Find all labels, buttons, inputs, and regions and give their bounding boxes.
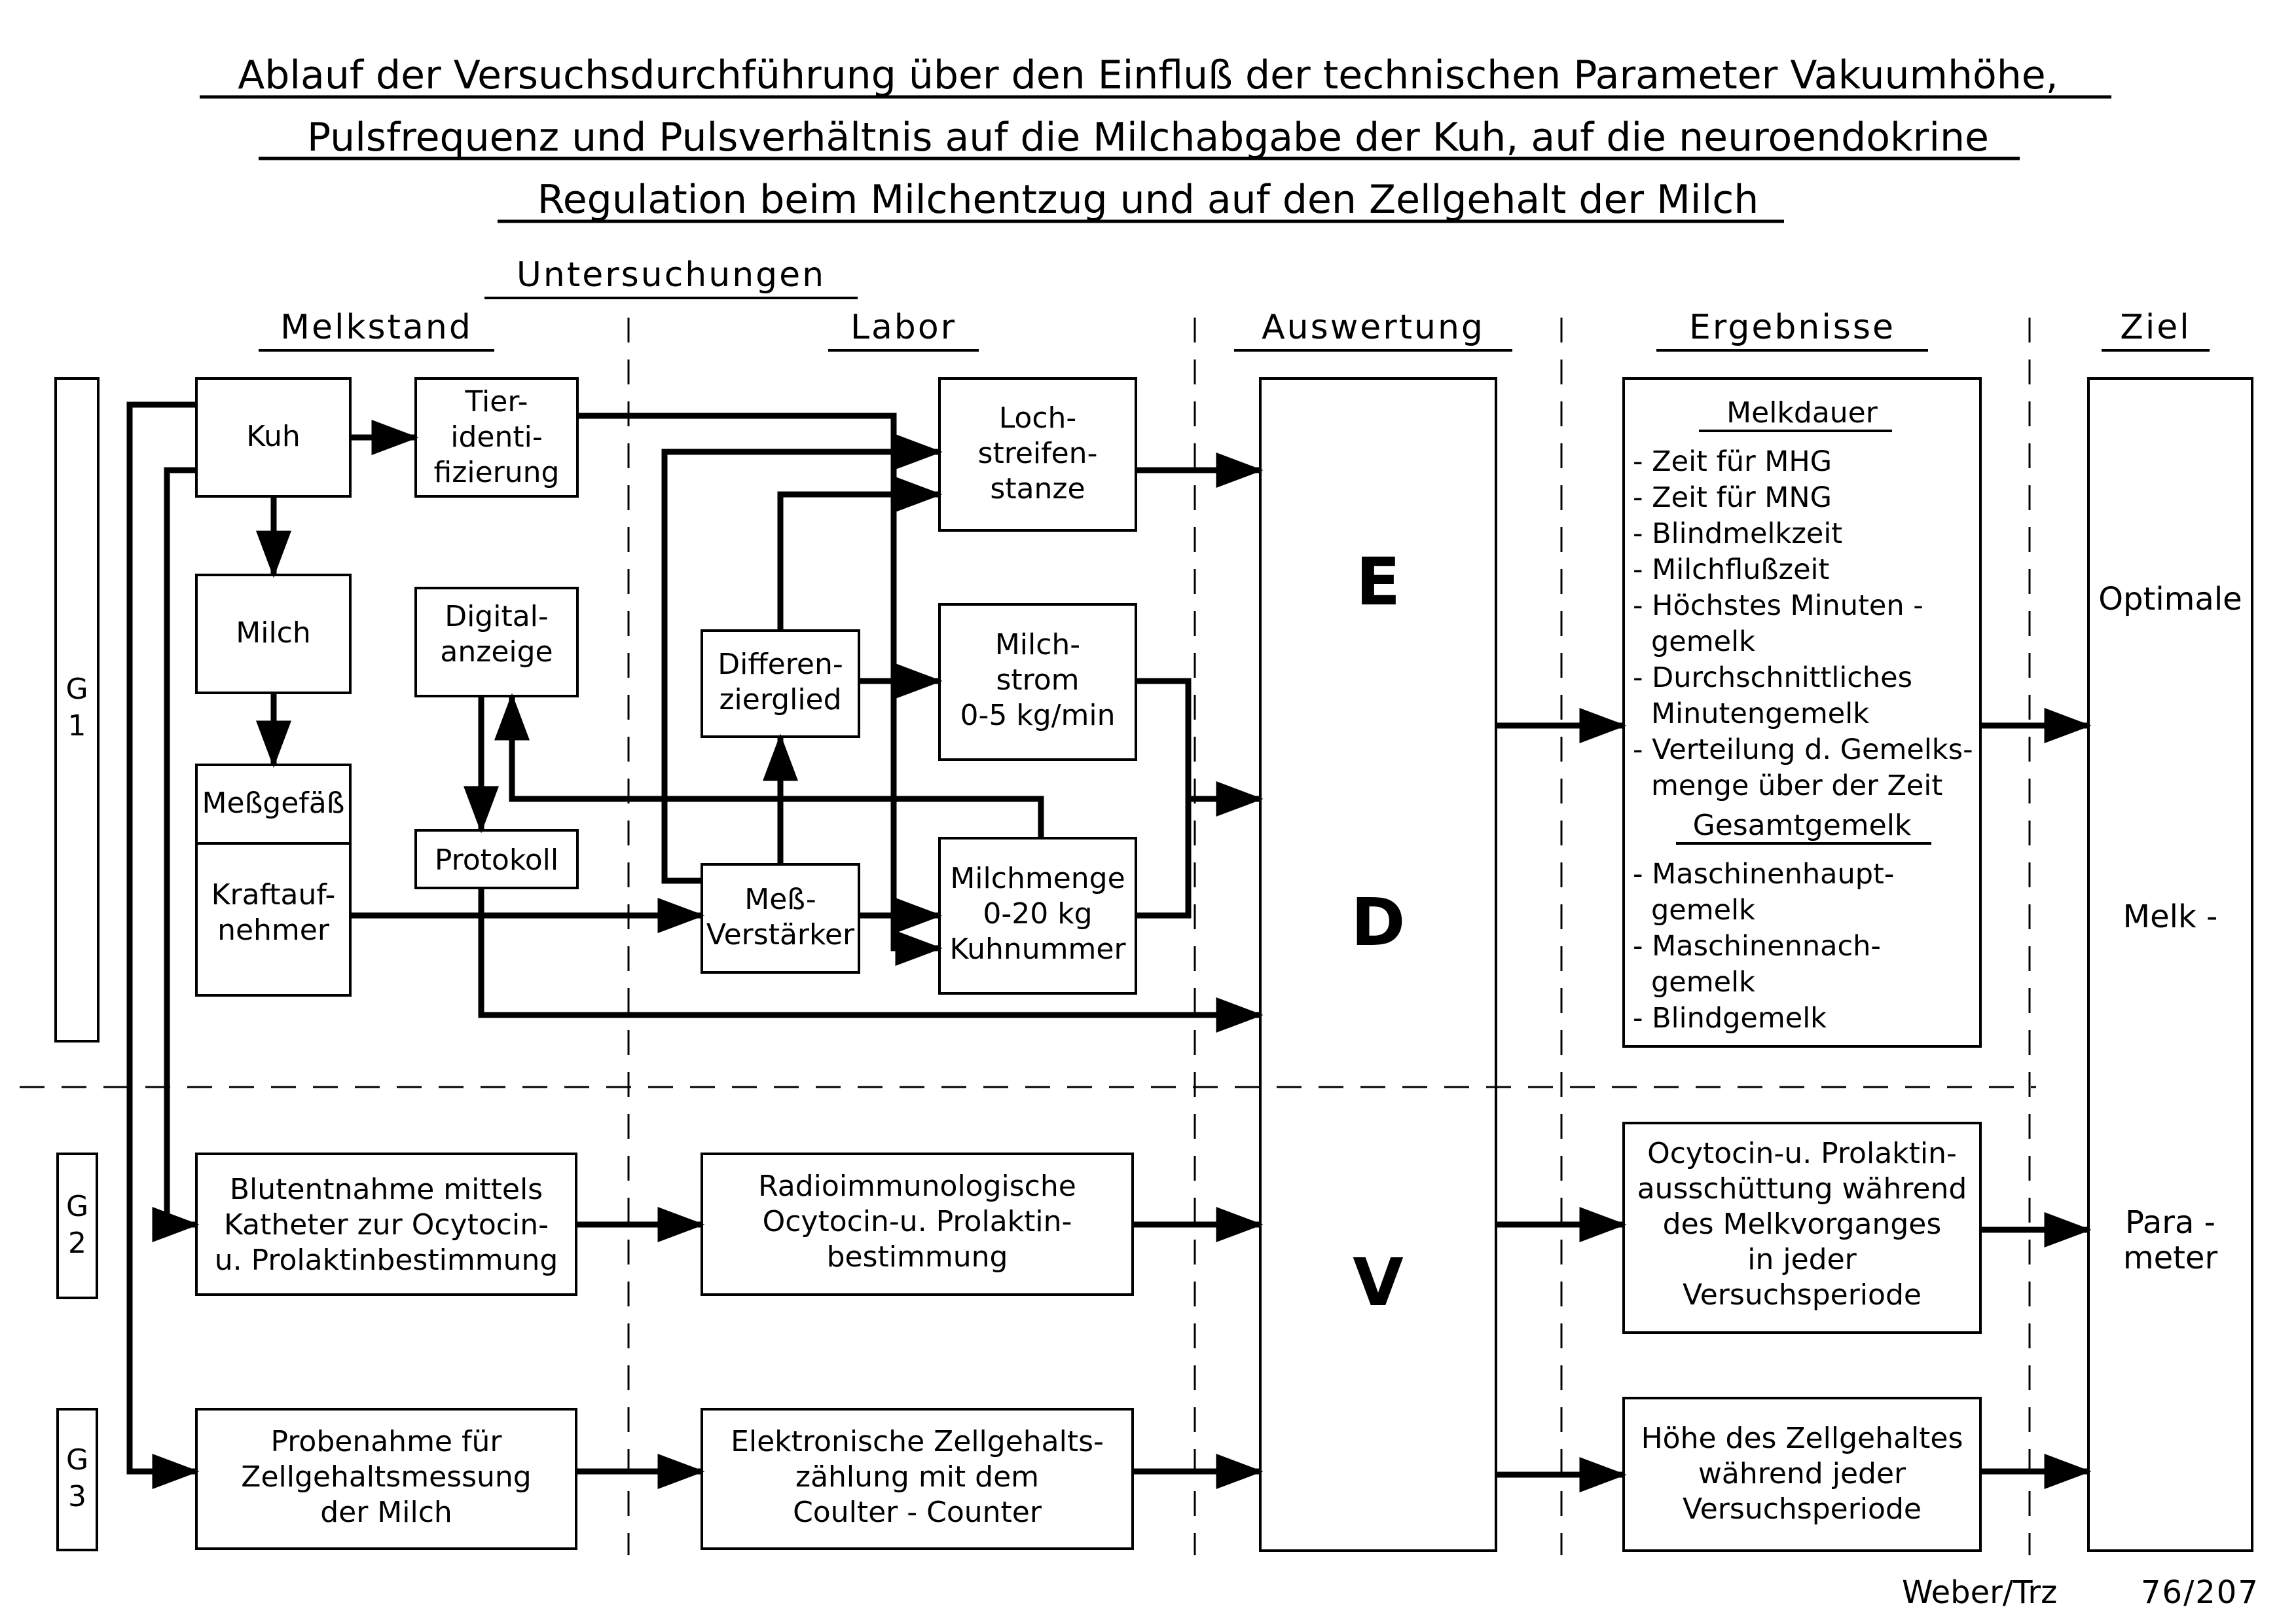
ziel-melk: Melk - bbox=[2123, 898, 2218, 935]
ziel-meter: meter bbox=[2123, 1240, 2218, 1276]
footer-author: Weber/Trz bbox=[1902, 1574, 2058, 1611]
list-item: gemelk bbox=[1651, 966, 1755, 999]
list-item: - Maschinenhaupt- bbox=[1633, 858, 1895, 891]
title-line-1: Ablauf der Versuchsdurchführung über den… bbox=[238, 52, 2058, 98]
ziel-optimale: Optimale bbox=[2098, 581, 2242, 618]
header-underlines bbox=[259, 297, 2210, 352]
header-untersuchungen: Untersuchungen bbox=[516, 255, 826, 295]
box-milch: Milch bbox=[236, 616, 311, 650]
box-kraftaufnehmer: Kraftauf-nehmer bbox=[211, 878, 336, 947]
list-item: - Maschinennach- bbox=[1633, 930, 1881, 963]
header-ergebnisse: Ergebnisse bbox=[1689, 308, 1895, 347]
list-item: gemelk bbox=[1651, 625, 1755, 658]
title-line-2: Pulsfrequenz und Pulsverhältnis auf die … bbox=[307, 115, 1989, 160]
box-tieridentifizierung: Tier-identi-fizierung bbox=[433, 385, 560, 489]
footer-number: 76/207 bbox=[2141, 1574, 2259, 1611]
box-differenzierglied: Differen-zierglied bbox=[718, 648, 843, 716]
connectors bbox=[126, 401, 2092, 1492]
list-item: - Verteilung d. Gemelks- bbox=[1633, 733, 1973, 766]
list-item: - Zeit für MNG bbox=[1633, 481, 1832, 514]
results-gesamtgemelk-list: - Maschinenhaupt- gemelk - Maschinennach… bbox=[1633, 857, 1894, 1037]
list-item: menge über der Zeit bbox=[1651, 769, 1943, 802]
results-underlines bbox=[1676, 430, 1931, 845]
header-melkstand: Melkstand bbox=[280, 308, 473, 347]
header-auswertung: Auswertung bbox=[1262, 308, 1485, 347]
list-item: gemelk bbox=[1651, 894, 1755, 927]
list-item: - Milchflußzeit bbox=[1633, 553, 1830, 586]
ziel-para: Para - bbox=[2125, 1204, 2215, 1241]
box-protokoll: Protokoll bbox=[434, 843, 559, 877]
header-labor: Labor bbox=[850, 308, 957, 347]
edv-letter-v: V bbox=[1353, 1244, 1404, 1321]
results-gesamtgemelk-title: Gesamtgemelk bbox=[1692, 809, 1912, 842]
list-item: - Höchstes Minuten - bbox=[1633, 589, 1923, 622]
box-lochstreifenstanze: Loch-streifen-stanze bbox=[977, 401, 1098, 506]
edv-letter-d: D bbox=[1351, 884, 1406, 961]
list-item: - Zeit für MHG bbox=[1633, 445, 1832, 478]
title-line-3: Regulation beim Milchentzug und auf den … bbox=[537, 177, 1759, 223]
edv-letter-e: E bbox=[1355, 544, 1401, 620]
box-messgefaess: Meßgefäß bbox=[202, 786, 345, 820]
list-item: - Blindmelkzeit bbox=[1633, 517, 1843, 550]
results-ocytocin-box: Ocytocin-u. Prolaktin-ausschüttung währe… bbox=[1637, 1137, 1967, 1312]
box-elektronische-zellgehaltszaehlung: Elektronische Zellgehalts-zählung mit de… bbox=[731, 1425, 1104, 1529]
box-messverstaerker: Meß-Verstärker bbox=[706, 883, 855, 951]
title-underlines bbox=[200, 95, 2111, 223]
box-digitalanzeige: Digital-anzeige bbox=[440, 600, 553, 669]
list-item: Minutengemelk bbox=[1651, 697, 1870, 730]
list-item: - Blindgemelk bbox=[1633, 1002, 1827, 1035]
section-dividers bbox=[20, 318, 2036, 1555]
results-melkdauer-list: - Zeit für MHG - Zeit für MNG - Blindmel… bbox=[1633, 444, 1973, 804]
header-ziel: Ziel bbox=[2120, 308, 2191, 347]
results-melkdauer-title: Melkdauer bbox=[1726, 396, 1878, 430]
list-item: - Durchschnittliches bbox=[1633, 661, 1913, 694]
box-kuh: Kuh bbox=[246, 420, 301, 453]
